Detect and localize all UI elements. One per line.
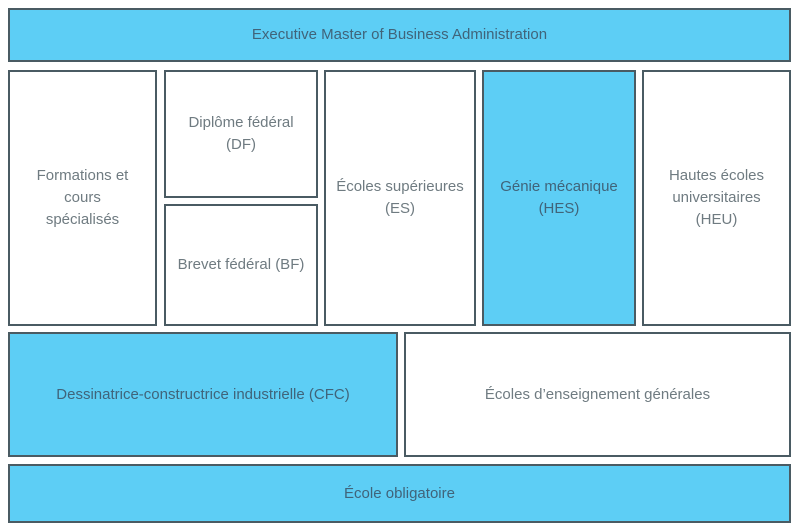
box-diplome-federal: Diplôme fédéral (DF) [164,70,318,198]
box-diplome-federal-label: Diplôme fédéral (DF) [188,114,294,153]
box-genie-mecanique-hes: Génie mécanique (HES) [482,70,636,326]
box-genie-mecanique-label: Génie mécanique (HES) [500,178,618,217]
box-cfc-label: Dessinatrice-constructrice industrielle … [56,385,350,403]
box-ecoles-superieures-label: Écoles supérieures (ES) [336,178,464,217]
box-executive-mba-label: Executive Master of Business Administrat… [251,26,548,44]
box-formations-label: Formations et cours spécialisés [36,167,129,228]
box-brevet-federal: Brevet fédéral (BF) [164,204,318,326]
box-hautes-ecoles-universitaires: Hautes écoles universitaires (HEU) [642,70,791,326]
box-ecoles-superieures: Écoles supérieures (ES) [324,70,476,326]
box-brevet-federal-label: Brevet fédéral (BF) [177,256,305,274]
box-ege-label: Écoles d’enseignement générales [484,385,711,403]
box-ecoles-enseignement-generales: Écoles d’enseignement générales [404,332,791,457]
box-ecole-obligatoire-label: École obligatoire [344,484,455,502]
box-executive-mba: Executive Master of Business Administrat… [8,8,791,62]
box-ecole-obligatoire: École obligatoire [8,464,791,523]
box-dessinatrice-constructrice-cfc: Dessinatrice-constructrice industrielle … [8,332,398,457]
box-heu-label: Hautes écoles universitaires (HEU) [668,167,765,228]
box-formations-cours-specialises: Formations et cours spécialisés [8,70,157,326]
